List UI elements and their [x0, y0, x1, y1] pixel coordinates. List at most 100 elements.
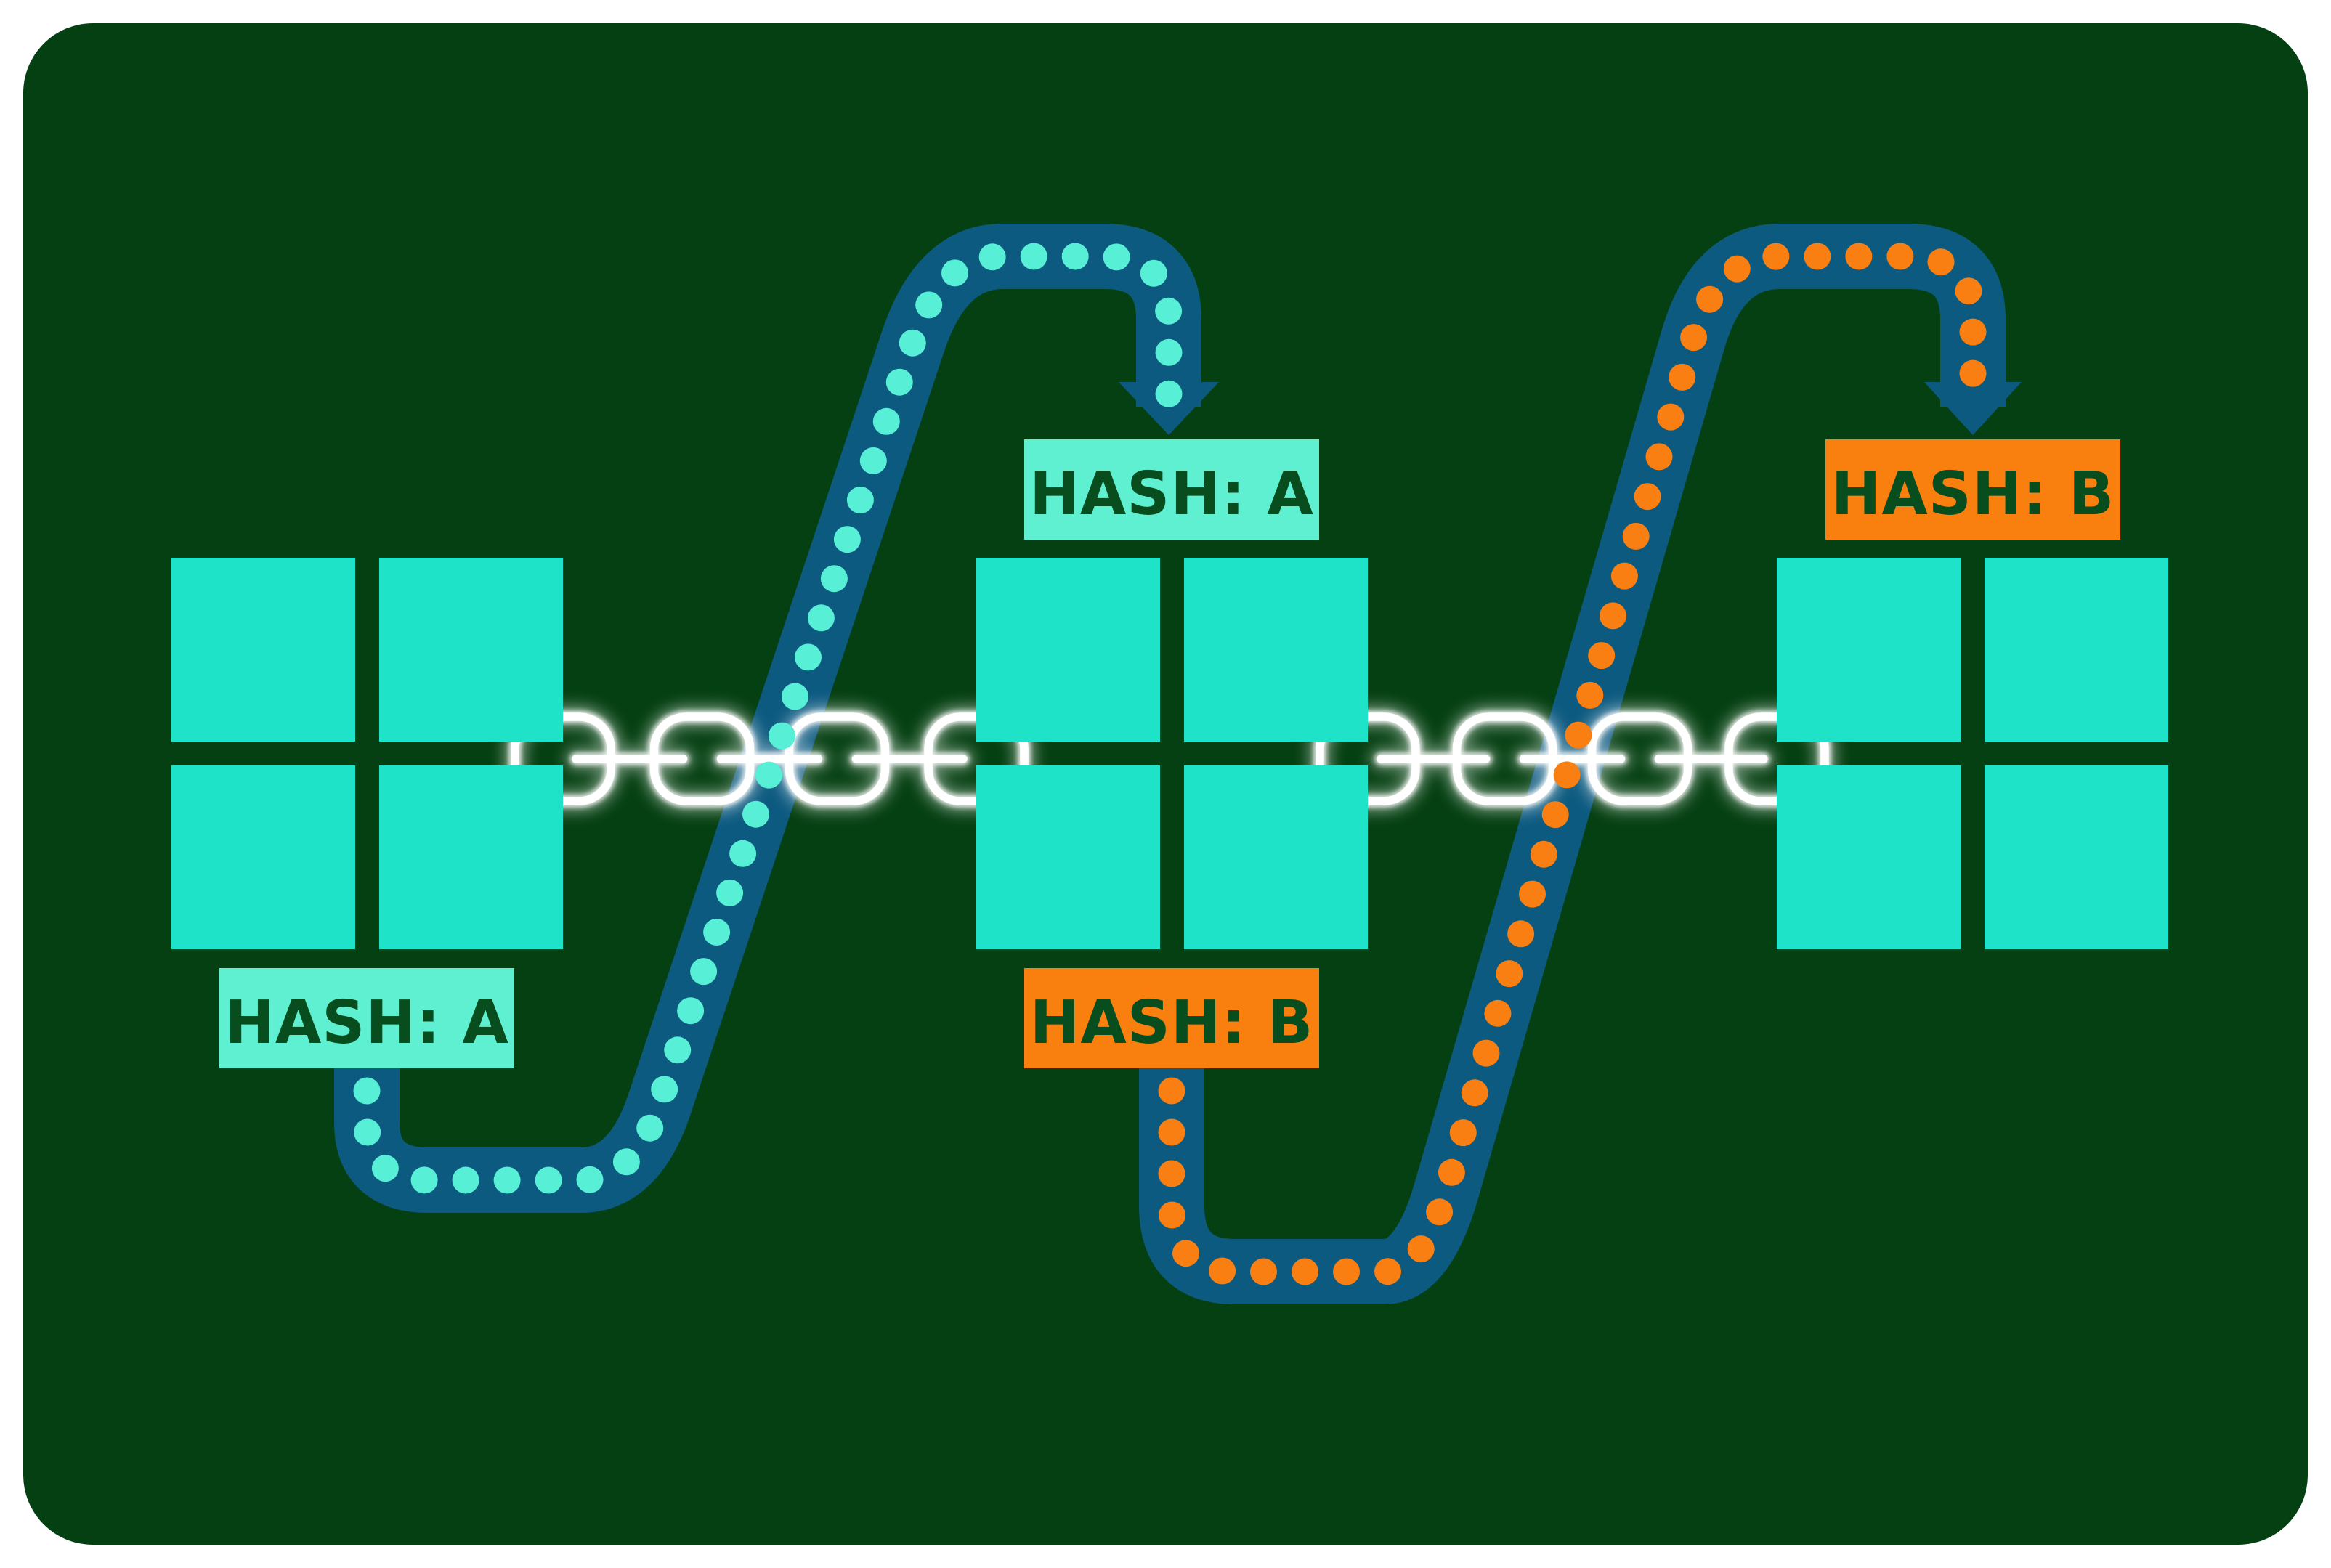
flow-dot [1158, 1160, 1185, 1187]
flow-dot [1292, 1258, 1318, 1285]
flow-dot [353, 1077, 381, 1105]
flow-dot [1959, 359, 1987, 387]
flow-dot [742, 800, 769, 828]
flow-dots [353, 243, 1987, 1285]
flow-dot [1140, 259, 1167, 287]
flow-dot [1519, 880, 1546, 908]
flow-dot [1158, 1118, 1185, 1146]
flow-dot [769, 722, 795, 750]
flow-dot [846, 487, 874, 513]
flow-dot [833, 526, 861, 553]
flow-dot [1610, 562, 1638, 590]
hash-label-text: HASH: A [224, 988, 509, 1057]
block-cell [171, 765, 355, 949]
flow-dot [782, 683, 808, 710]
flow-dot [1103, 243, 1130, 271]
flow-dot [1438, 1158, 1465, 1186]
flow-dot [1955, 277, 1982, 305]
flow-dot [612, 1148, 640, 1176]
flow-dot [1553, 761, 1581, 789]
flow-dot [1155, 338, 1183, 366]
flow-dot [1496, 960, 1523, 988]
flow-dot [885, 368, 913, 396]
flow-dot [1449, 1119, 1477, 1147]
flow-dot [1461, 1079, 1488, 1107]
hash-label-block1-bottom: HASH: A [219, 968, 514, 1068]
flow-dot [1696, 285, 1724, 313]
flow-dot [1959, 318, 1987, 346]
flow-1-dots [353, 243, 1183, 1194]
flow-dot [703, 919, 731, 946]
flow-dot [1762, 243, 1790, 270]
flow-dot [1159, 1201, 1185, 1229]
block-3 [1777, 558, 2168, 949]
block-cell [976, 558, 1160, 742]
flow-dot [1530, 840, 1557, 868]
flow-dot [1374, 1258, 1401, 1285]
flow-dot [1588, 642, 1616, 670]
flow-dot [493, 1166, 521, 1194]
block-cell [379, 558, 563, 742]
block-cell [1777, 765, 1961, 949]
flow-dot [1600, 602, 1626, 630]
flow-dot [1158, 1077, 1185, 1105]
flow-dot [1622, 522, 1650, 550]
flow-dot [1250, 1258, 1277, 1285]
hash-label-bg [219, 968, 514, 1068]
flow-dot [899, 329, 926, 357]
block-1 [171, 558, 563, 949]
flow-dot [1927, 248, 1955, 276]
flow-dot [535, 1166, 562, 1194]
hash-label-block2-bottom: HASH: B [1024, 968, 1319, 1068]
flow-dot [1333, 1258, 1360, 1285]
flow-dot [1541, 801, 1569, 829]
blocks [171, 558, 2168, 949]
hash-label-bg [1024, 439, 1319, 540]
flow-dot [755, 761, 782, 789]
block-cell [1985, 765, 2168, 949]
flow-dot [1472, 1039, 1500, 1067]
hash-flow-1 [334, 224, 1219, 1213]
flow-dot [1172, 1240, 1199, 1267]
flow-dot [1657, 403, 1685, 431]
flow-dot [872, 407, 900, 435]
flow-dot [859, 447, 887, 474]
flow-dot [915, 291, 943, 319]
flow-dot [1061, 243, 1089, 270]
flow-dot [1845, 243, 1873, 270]
flow-dot [410, 1166, 438, 1194]
flow-dot [677, 997, 705, 1025]
flow-dot [576, 1166, 604, 1193]
block-cell [1184, 765, 1368, 949]
flow-dot [1634, 483, 1661, 511]
flow-dot [636, 1114, 664, 1142]
flow-dot [1669, 363, 1696, 391]
block-2 [976, 558, 1368, 949]
flow-dot [1886, 243, 1914, 270]
flow-dot [1209, 1257, 1236, 1285]
flow-dot [651, 1076, 678, 1103]
flow-dot [729, 840, 757, 867]
flow-dot [1155, 380, 1183, 407]
flow-dot [1155, 297, 1183, 325]
flow-dot [978, 243, 1006, 271]
flow-dot [1407, 1235, 1435, 1263]
hash-label-bg [1024, 968, 1319, 1068]
flow-dot [941, 259, 968, 287]
flow-2-dots [1158, 243, 1987, 1285]
flow-dot [820, 565, 848, 593]
flow-dot [452, 1166, 479, 1194]
hash-label-text: HASH: B [1831, 460, 2115, 529]
block-cell [171, 558, 355, 742]
hash-label-text: HASH: A [1029, 460, 1314, 529]
hash-label-text: HASH: B [1030, 988, 1314, 1057]
flow-band-1 [334, 224, 1201, 1213]
arrow-down-icon [1119, 382, 1219, 435]
flow-dot [664, 1036, 692, 1064]
flow-dot [1020, 243, 1047, 270]
flow-dot [690, 958, 718, 986]
arrow-down-icon [1924, 382, 2022, 435]
flow-dot [1680, 324, 1708, 352]
hash-label-bg [1825, 439, 2120, 540]
